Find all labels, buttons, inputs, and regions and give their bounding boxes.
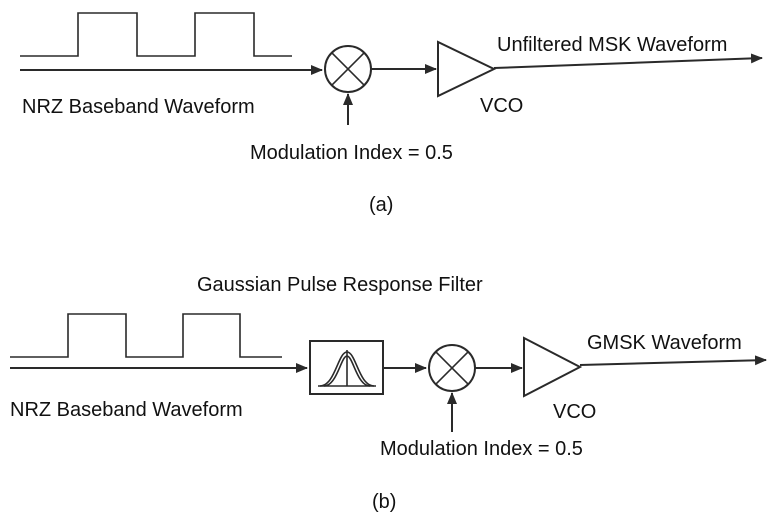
mixer-b — [428, 344, 476, 392]
output-line-b — [579, 355, 767, 366]
modulation-label-a: Modulation Index = 0.5 — [250, 142, 453, 164]
output-label-b: GMSK Waveform — [587, 332, 742, 354]
vco-triangle-a — [437, 40, 497, 98]
nrz-waveform-a — [20, 12, 292, 57]
filter-title-b: Gaussian Pulse Response Filter — [197, 274, 483, 296]
diagram-b: Gaussian Pulse Response Filter — [10, 274, 767, 513]
vco-label-b: VCO — [553, 401, 596, 423]
caption-a: (a) — [369, 194, 393, 216]
gaussian-pulse-icon — [318, 350, 376, 387]
vco-label-a: VCO — [480, 95, 523, 117]
mixer-a — [324, 45, 372, 93]
output-label-a: Unfiltered MSK Waveform — [497, 34, 727, 56]
gaussian-filter-box — [309, 340, 384, 395]
caption-b: (b) — [372, 491, 396, 513]
nrz-waveform-b — [10, 313, 282, 358]
output-line-a — [493, 53, 763, 69]
input-label-a: NRZ Baseband Waveform — [22, 96, 255, 118]
diagram-a: NRZ Baseband Waveform Modulation Index =… — [20, 12, 763, 216]
modulation-label-b: Modulation Index = 0.5 — [380, 438, 583, 460]
input-label-b: NRZ Baseband Waveform — [10, 399, 243, 421]
vco-triangle-b — [523, 336, 583, 398]
